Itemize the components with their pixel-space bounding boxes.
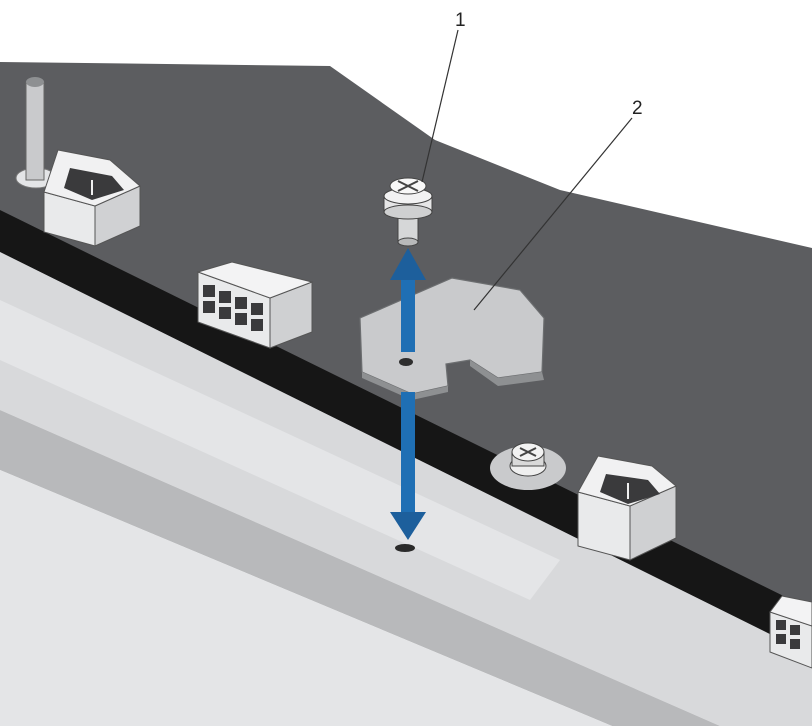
callout-2-leader [473,117,633,311]
chassis-floor-light [0,300,560,600]
connector-lower-right [577,455,677,561]
chassis-floor-bottom [0,470,612,726]
chassis-floor-lower [0,410,720,726]
lifted-screw [383,177,433,247]
installed-screw [490,442,566,490]
callout-1-number: 1 [455,10,466,31]
callout-1-leader [421,29,459,183]
connector-top-left [43,149,141,247]
callout-2-number: 2 [632,98,643,119]
standoff-post [15,77,57,189]
connector-8pin-left [196,261,314,349]
standoff-hole [395,544,415,552]
connector-right-edge [769,595,812,669]
double-headed-arrow-icon [390,248,426,540]
